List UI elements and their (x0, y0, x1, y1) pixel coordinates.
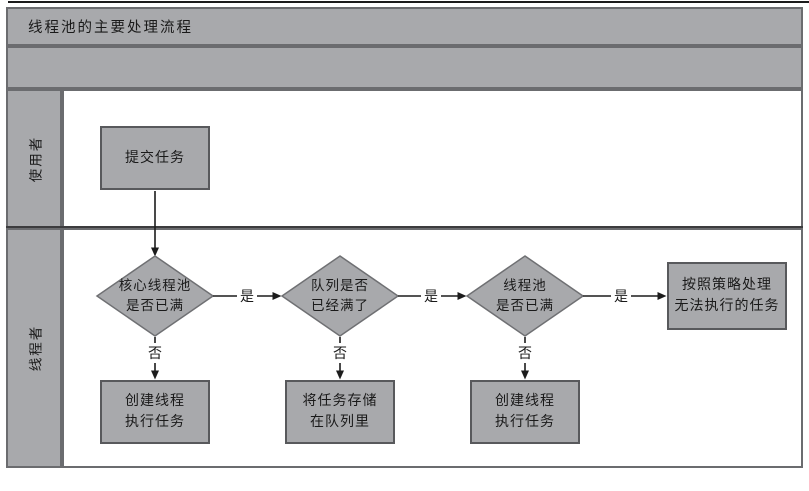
decision-queue-shape (280, 255, 400, 337)
flow-node-policy-handle: 按照策略处理 无法执行的任务 (667, 262, 787, 330)
decision-pool-shape (465, 255, 585, 337)
lane-label-thread: 线程者 (6, 228, 62, 468)
flow-node-submit-task: 提交任务 (100, 126, 210, 190)
flow-node-create-thread-2: 创建线程 执行任务 (470, 380, 580, 444)
edge-label-no-2: 否 (330, 343, 350, 363)
submit-task-label: 提交任务 (125, 150, 185, 166)
lane-label-user: 使用者 (6, 89, 62, 228)
title-bar: 线程池的主要处理流程 (6, 7, 803, 46)
subtitle-band (6, 46, 803, 89)
flow-node-store-in-queue: 将任务存储 在队列里 (285, 380, 395, 444)
page-top-rule (8, 1, 809, 3)
edge-label-yes-1: 是 (237, 286, 257, 306)
edge-label-yes-3: 是 (611, 286, 631, 306)
page-title: 线程池的主要处理流程 (28, 20, 193, 36)
edge-label-yes-2: 是 (421, 286, 441, 306)
decision-core-pool-shape (95, 255, 215, 337)
edge-label-no-1: 否 (145, 343, 165, 363)
lane-divider (6, 226, 803, 228)
edge-label-no-3: 否 (515, 343, 535, 363)
flow-node-create-thread-1: 创建线程 执行任务 (100, 380, 210, 444)
